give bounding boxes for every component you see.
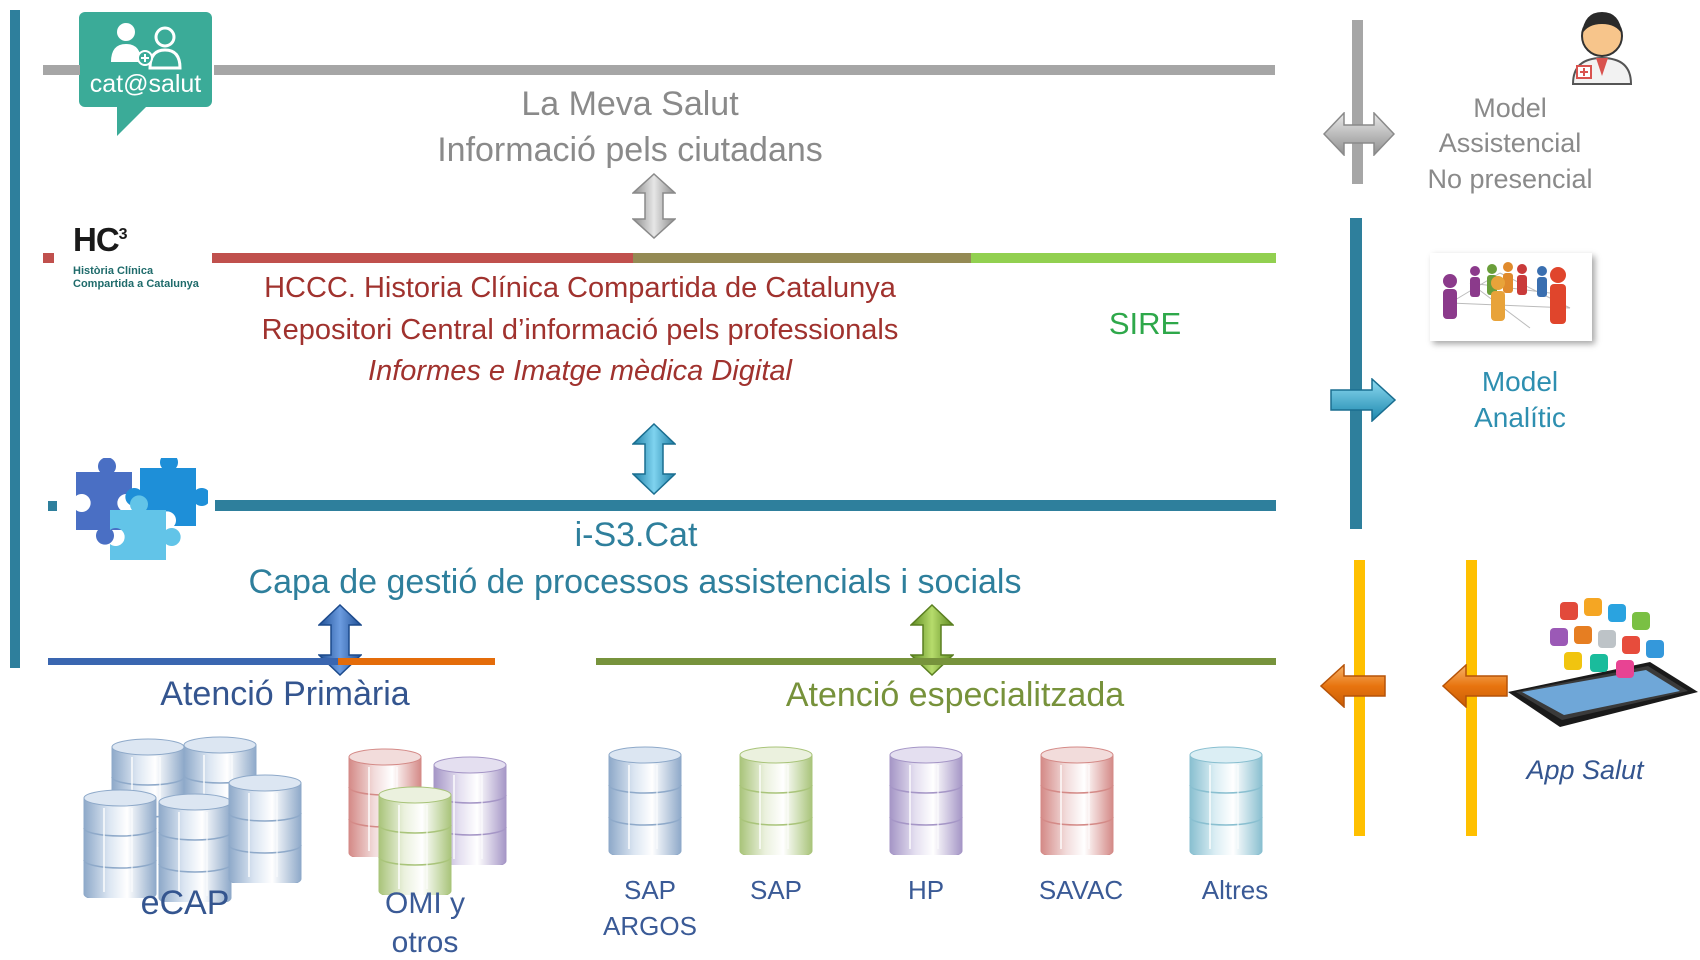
db-savac-database-icon: [1039, 745, 1115, 855]
hccc-line3: Informes e Imatge mèdica Digital: [368, 355, 792, 387]
doctor-icon: [1567, 6, 1637, 86]
is3-title: i-S3.Cat: [574, 516, 698, 554]
model-analitic-line1: Model: [1481, 366, 1559, 397]
hccc-line-olive: [633, 253, 971, 263]
is3-subtitle: Capa de gestió de processos assistencial…: [248, 563, 1022, 601]
hccc-line-green: [971, 253, 1276, 263]
hccc-line1: HCCC. Historia Clínica Compartida de Cat…: [264, 272, 896, 304]
hccc-line-dot: [43, 253, 54, 263]
blue-double-arrow-vertical: [318, 604, 362, 676]
especialitzada-line: [596, 658, 1276, 665]
hc3-logo-sub2: Compartida a Catalunya: [73, 278, 199, 290]
is3-line: [215, 500, 1276, 511]
sire-label: SIRE: [1108, 306, 1182, 341]
is3-line-dot: [48, 501, 57, 511]
db-ecap-3-database-icon: [82, 788, 158, 898]
omi-label-line1: OMI y: [385, 887, 465, 920]
db-sap-argos-database-icon: [607, 745, 683, 855]
people-network-icon: [1430, 253, 1592, 341]
hc3-logo: HC3 Història Clínica Compartida a Catalu…: [73, 221, 213, 293]
model-analitic-line2: Analític: [1474, 402, 1566, 433]
model-assist-line3: No presencial: [1427, 164, 1593, 194]
system-label-2: HP: [907, 875, 945, 905]
hc3-logo-title: HC3: [73, 221, 128, 259]
omi-label-line2: otros: [391, 926, 459, 959]
model-assist-line2: Assistencial: [1438, 128, 1582, 158]
db-ecap-4-database-icon: [157, 792, 233, 902]
teal-arrow-right: [1330, 378, 1396, 422]
ecap-label: eCAP: [140, 884, 230, 922]
gray-double-arrow-horizontal: [1323, 112, 1395, 156]
right-yellow-bar-1: [1354, 560, 1365, 836]
hccc-line2: Repositori Central d’informació pels pro…: [261, 314, 899, 346]
orange-arrow-left-1: [1320, 664, 1386, 708]
gray-double-arrow-vertical: [632, 173, 676, 239]
system-label-4: Altres: [1201, 875, 1269, 905]
puzzle-icon: [68, 458, 208, 562]
db-omi-2-database-icon: [432, 755, 508, 865]
system-label-3: SAVAC: [1038, 875, 1124, 905]
catsalut-logo: cat@salut: [79, 12, 212, 136]
top-gray-line-main: [214, 65, 1275, 75]
primaria-title: Atenció Primària: [160, 675, 410, 713]
hc3-logo-letters: HC: [73, 221, 120, 258]
top-gray-line: [43, 65, 80, 75]
teal-double-arrow-vertical: [632, 423, 676, 495]
db-sap-database-icon: [738, 745, 814, 855]
right-yellow-bar-2: [1466, 560, 1477, 836]
right-gray-vertical-bar: [1352, 20, 1363, 184]
tablet-apps-icon: [1500, 592, 1700, 732]
db-omi-3-database-icon: [377, 785, 453, 895]
model-assist-line1: Model: [1473, 93, 1547, 123]
la-meva-salut-title: La Meva Salut: [521, 85, 739, 123]
hc3-logo-sub1: Història Clínica: [73, 265, 154, 277]
right-teal-vertical-bar: [1350, 218, 1362, 529]
app-salut-label: App Salut: [1526, 755, 1644, 785]
left-vertical-bar: [10, 10, 20, 668]
especialitzada-title: Atenció especialitzada: [785, 676, 1125, 714]
system-label-1: SAP: [749, 875, 803, 905]
hc3-logo-sup: 3: [118, 226, 128, 243]
hccc-line-red: [212, 253, 633, 263]
db-altres-database-icon: [1188, 745, 1264, 855]
primaria-line-orange: [338, 658, 495, 665]
la-meva-salut-subtitle: Informació pels ciutadans: [437, 131, 823, 169]
db-ecap-5-database-icon: [227, 773, 303, 883]
db-hp-database-icon: [888, 745, 964, 855]
catsalut-logo-text: cat@salut: [89, 70, 202, 98]
system-label-0-line2: ARGOS: [603, 911, 697, 941]
system-label-0-line1: SAP: [623, 875, 677, 905]
primaria-line-blue: [48, 658, 338, 665]
green-double-arrow-vertical: [910, 604, 954, 676]
orange-arrow-left-2: [1442, 664, 1508, 708]
